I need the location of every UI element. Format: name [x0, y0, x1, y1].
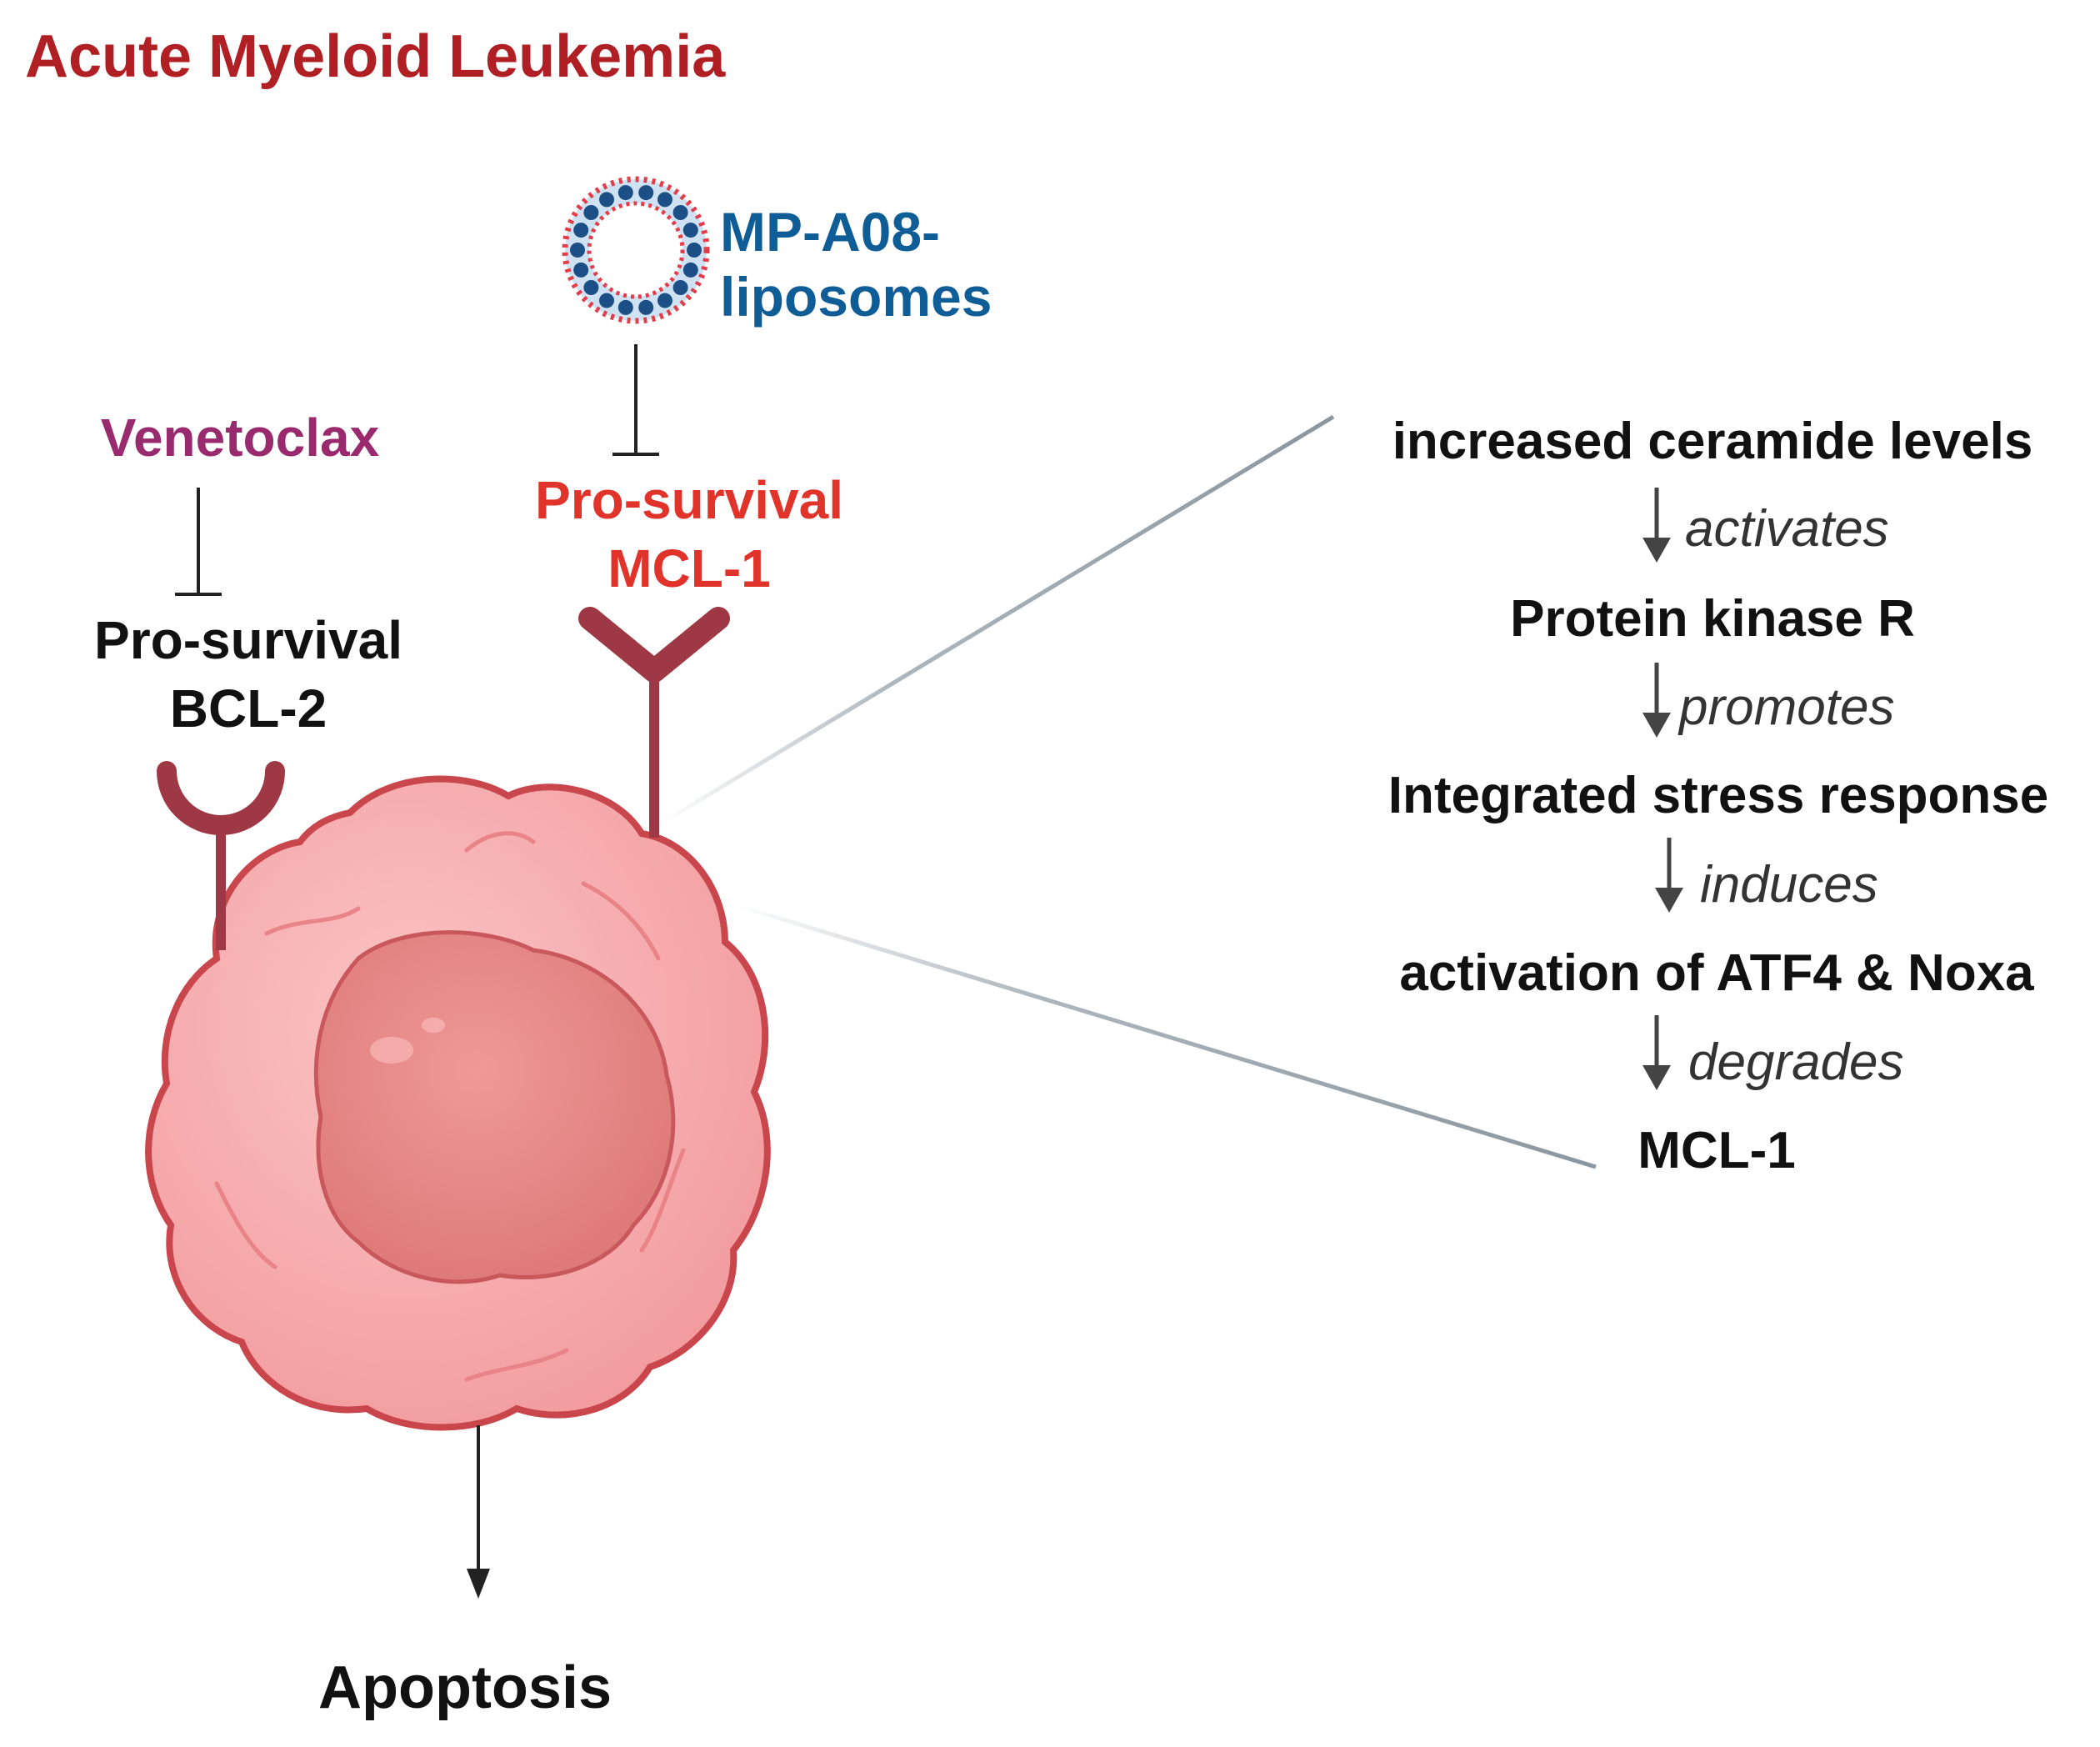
- liposome-dot: [672, 280, 688, 295]
- liposome-dot: [638, 299, 654, 315]
- liposome-dot: [583, 205, 599, 220]
- liposome-dot: [599, 293, 614, 308]
- liposome-dot: [618, 185, 633, 201]
- pathway-arrow: [1642, 663, 1671, 738]
- liposome-dot: [599, 192, 614, 208]
- pathway-arrow: [1642, 1015, 1671, 1090]
- liposome-dot: [682, 262, 698, 278]
- venetoclax-inhibition-arrow: [175, 488, 222, 596]
- liposome-dot: [570, 243, 585, 258]
- pathway-arrow: [1655, 838, 1683, 913]
- mcl1-label-line1: Pro-survival: [535, 470, 843, 530]
- pathway-step-isr: Integrated stress response: [1388, 767, 2049, 824]
- page-title: Acute Myeloid Leukemia: [25, 23, 726, 90]
- pathway-step-mcl1: MCL-1: [1638, 1122, 1796, 1179]
- pathway-step-pkr: Protein kinase R: [1510, 590, 1915, 648]
- pathway-arrow: [1642, 488, 1671, 563]
- leukemia-cell-icon: [145, 775, 771, 1431]
- liposome-dot: [682, 223, 698, 238]
- nucleus: [313, 930, 676, 1284]
- zoom-line-top: [657, 414, 1335, 828]
- liposome-label-line1: MP-A08-: [720, 201, 941, 263]
- liposome-dot: [658, 293, 672, 308]
- mcl1-receptor-icon: [578, 607, 730, 838]
- liposome-label-line2: liposomes: [720, 265, 992, 328]
- pathway-verb-degrades: degrades: [1688, 1034, 1904, 1091]
- liposome-label: MP-A08- liposomes: [720, 200, 992, 330]
- bcl2-label: Pro-survival BCL-2: [94, 607, 402, 743]
- apoptosis-label: Apoptosis: [318, 1654, 612, 1721]
- venetoclax-label: Venetoclax: [100, 408, 380, 468]
- liposome-dot: [573, 223, 589, 238]
- liposome-dot: [672, 205, 688, 220]
- bcl2-receptor-icon: [157, 761, 285, 950]
- bcl2-label-line2: BCL-2: [169, 678, 328, 738]
- liposome-dot: [583, 280, 599, 295]
- pathway-verb-induces: induces: [1700, 856, 1878, 914]
- liposome-dot: [573, 262, 589, 278]
- liposome-inhibition-arrow: [612, 344, 659, 456]
- zoom-line-bottom: [732, 902, 1597, 1169]
- pathway-step-ceramide: increased ceramide levels: [1392, 413, 2033, 470]
- mcl1-label: Pro-survival MCL-1: [535, 467, 843, 603]
- liposome-dot: [658, 192, 672, 208]
- pathway-step-atf4-noxa: activation of ATF4 & Noxa: [1399, 944, 2034, 1002]
- liposome-dot: [638, 185, 654, 201]
- liposome-dot: [618, 299, 633, 315]
- cell-texture: [214, 831, 686, 1382]
- apoptosis-arrow: [467, 1425, 490, 1599]
- bcl2-label-line1: Pro-survival: [94, 610, 402, 670]
- mcl1-label-line2: MCL-1: [608, 538, 771, 598]
- liposome-icon: [562, 176, 710, 324]
- liposome-dot: [687, 243, 702, 258]
- pathway-verb-promotes: promotes: [1679, 678, 1895, 736]
- pathway-verb-activates: activates: [1685, 500, 1889, 558]
